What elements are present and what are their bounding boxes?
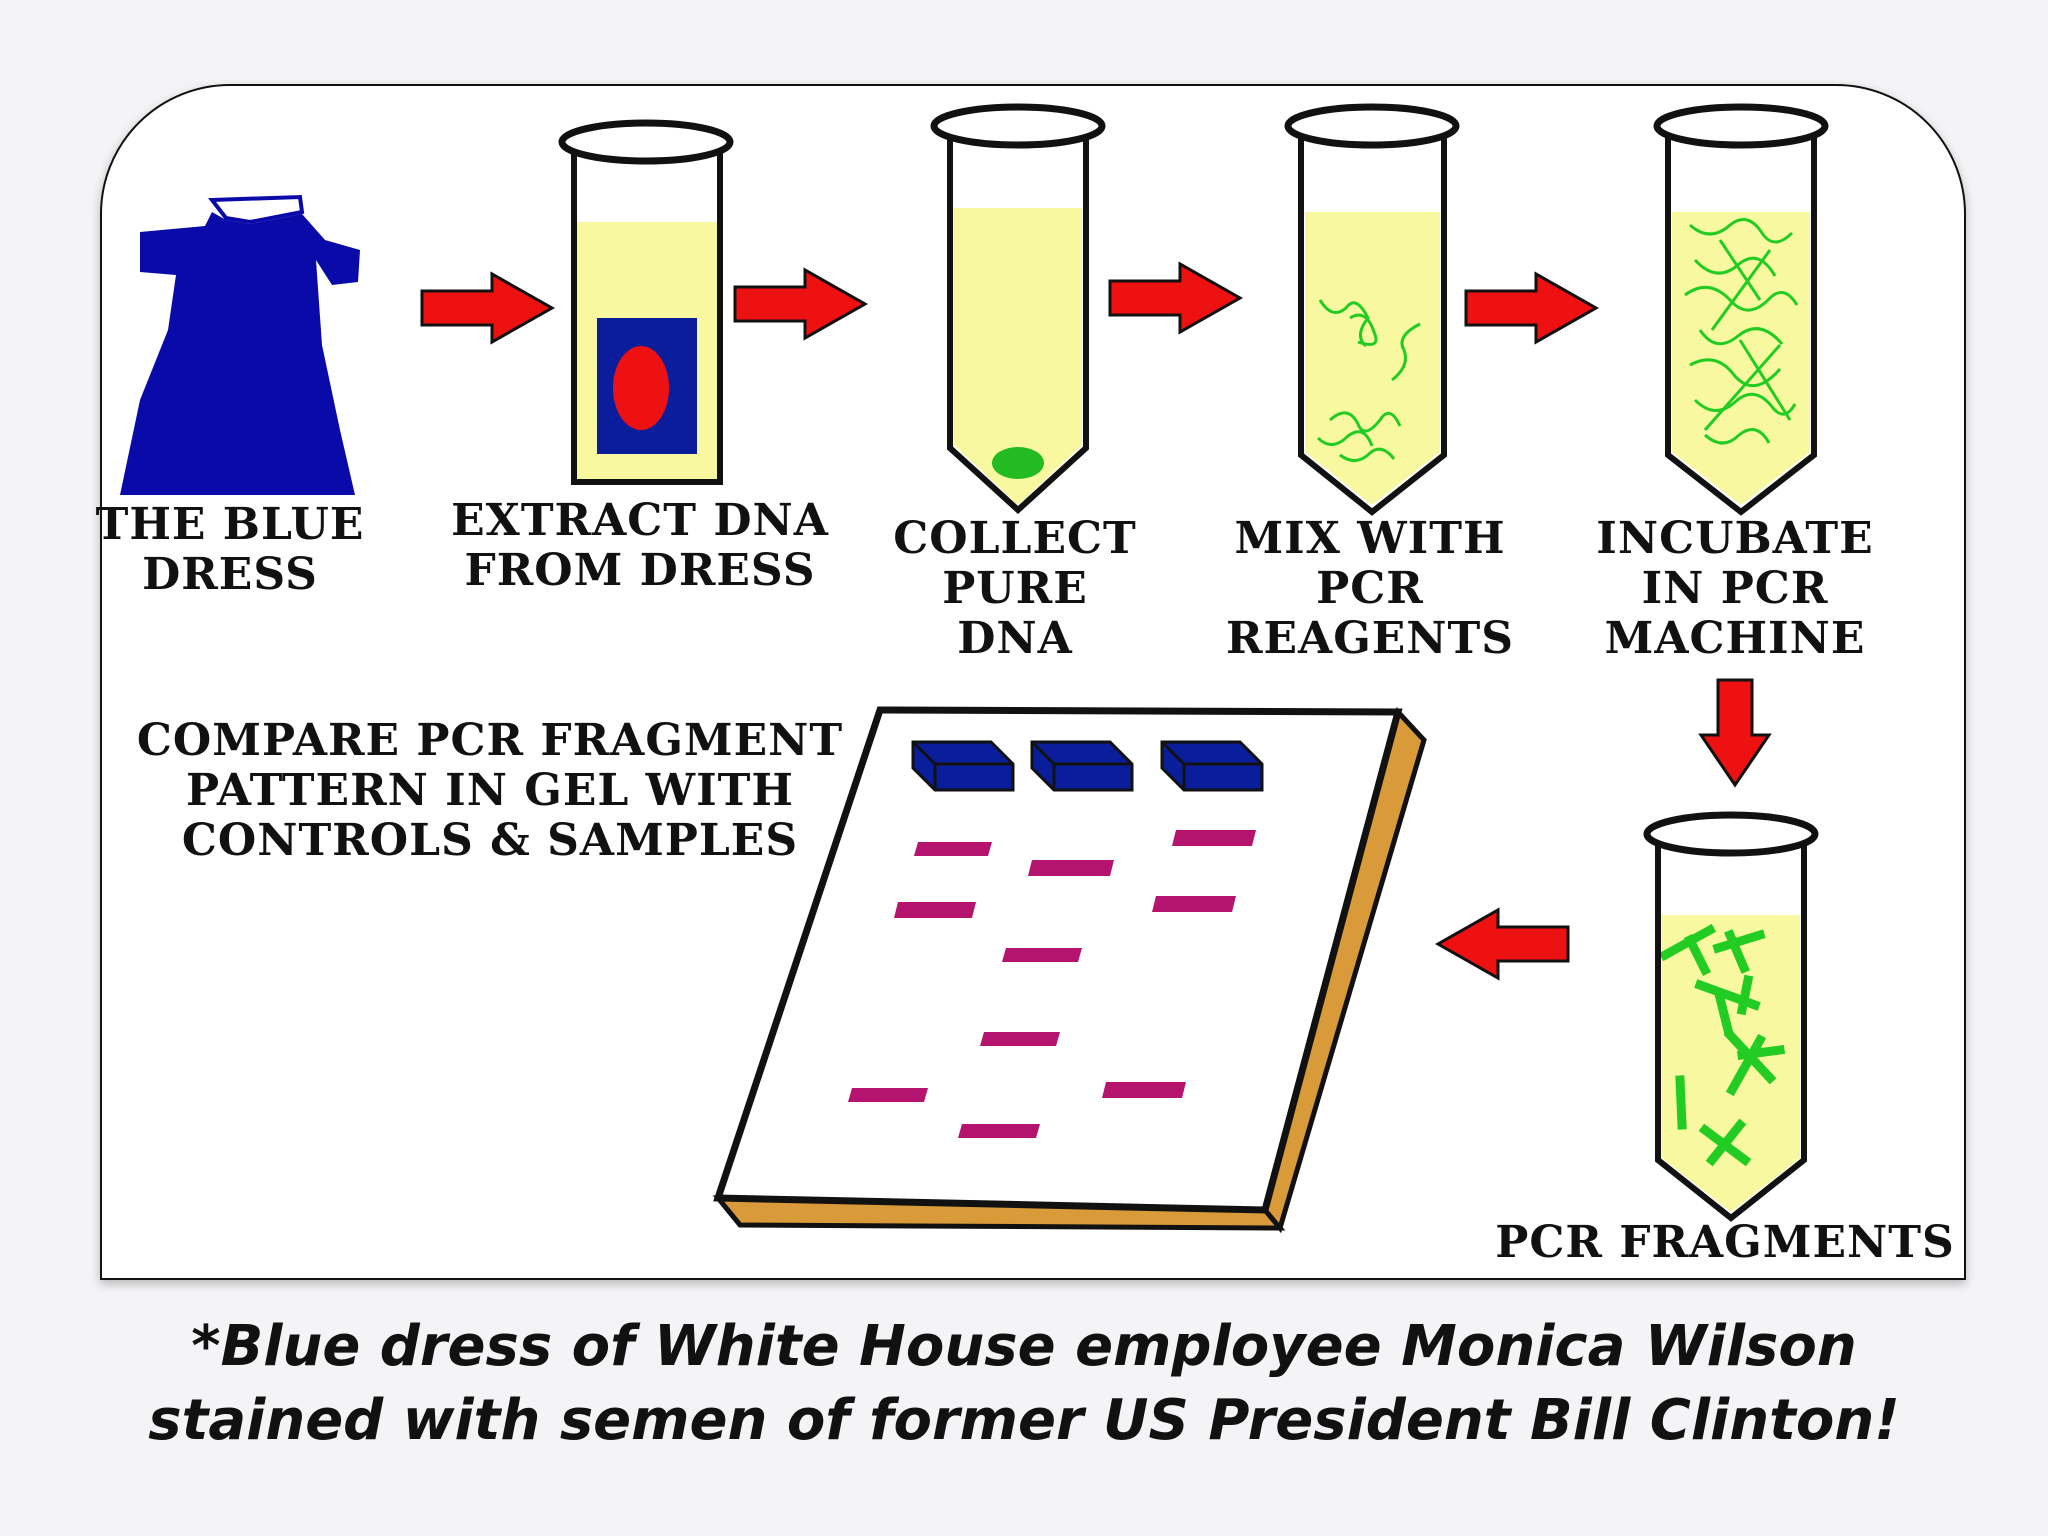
label-extract-dna: EXTRACT DNA FROM DRESS <box>451 495 829 596</box>
blue-dress-icon <box>120 194 360 495</box>
test-tube-mix <box>1284 103 1460 516</box>
caption: *Blue dress of White House employee Moni… <box>0 1310 2048 1458</box>
gel-band <box>980 1032 1060 1046</box>
gel-well-3 <box>1160 740 1264 792</box>
caption-line-2: stained with semen of former US Presiden… <box>148 1388 1900 1453</box>
gel-bands <box>848 830 1256 1138</box>
test-tube-fragments <box>1643 811 1819 1222</box>
arrow-down-icon <box>1698 678 1772 788</box>
label-collect-dna: COLLECT PURE DNA <box>893 513 1137 664</box>
label-pcr-fragments: PCR FRAGMENTS <box>1495 1217 1955 1268</box>
gel-band <box>914 842 992 856</box>
label-incubate: INCUBATE IN PCR MACHINE <box>1596 513 1874 664</box>
label-mix-reagents: MIX WITH PCR REAGENTS <box>1225 513 1515 664</box>
gel-band <box>1152 896 1236 912</box>
gel-band <box>894 902 976 918</box>
arrow-left-icon <box>1436 908 1570 980</box>
label-blue-dress: THE BLUE DRESS <box>95 499 365 600</box>
gel-well-2 <box>1030 740 1134 792</box>
gel-band <box>848 1088 928 1102</box>
test-tube-incubate <box>1653 103 1829 516</box>
gel-well-1 <box>911 740 1015 792</box>
label-compare-gel: COMPARE PCR FRAGMENT PATTERN IN GEL WITH… <box>136 715 844 866</box>
caption-line-1: *Blue dress of White House employee Moni… <box>191 1314 1857 1379</box>
gel-band <box>1002 948 1082 962</box>
gel-band <box>1102 1082 1186 1098</box>
arrow-right-icon <box>733 268 867 340</box>
arrow-right-icon <box>1464 272 1598 344</box>
gel-band <box>1172 830 1256 846</box>
arrow-right-icon <box>420 272 554 344</box>
test-tube-extract <box>558 119 734 485</box>
gel-band <box>1028 860 1114 876</box>
arrow-right-icon <box>1108 262 1242 334</box>
gel-band <box>958 1124 1040 1138</box>
gel-wells <box>911 740 1264 792</box>
test-tube-collect <box>930 103 1106 515</box>
